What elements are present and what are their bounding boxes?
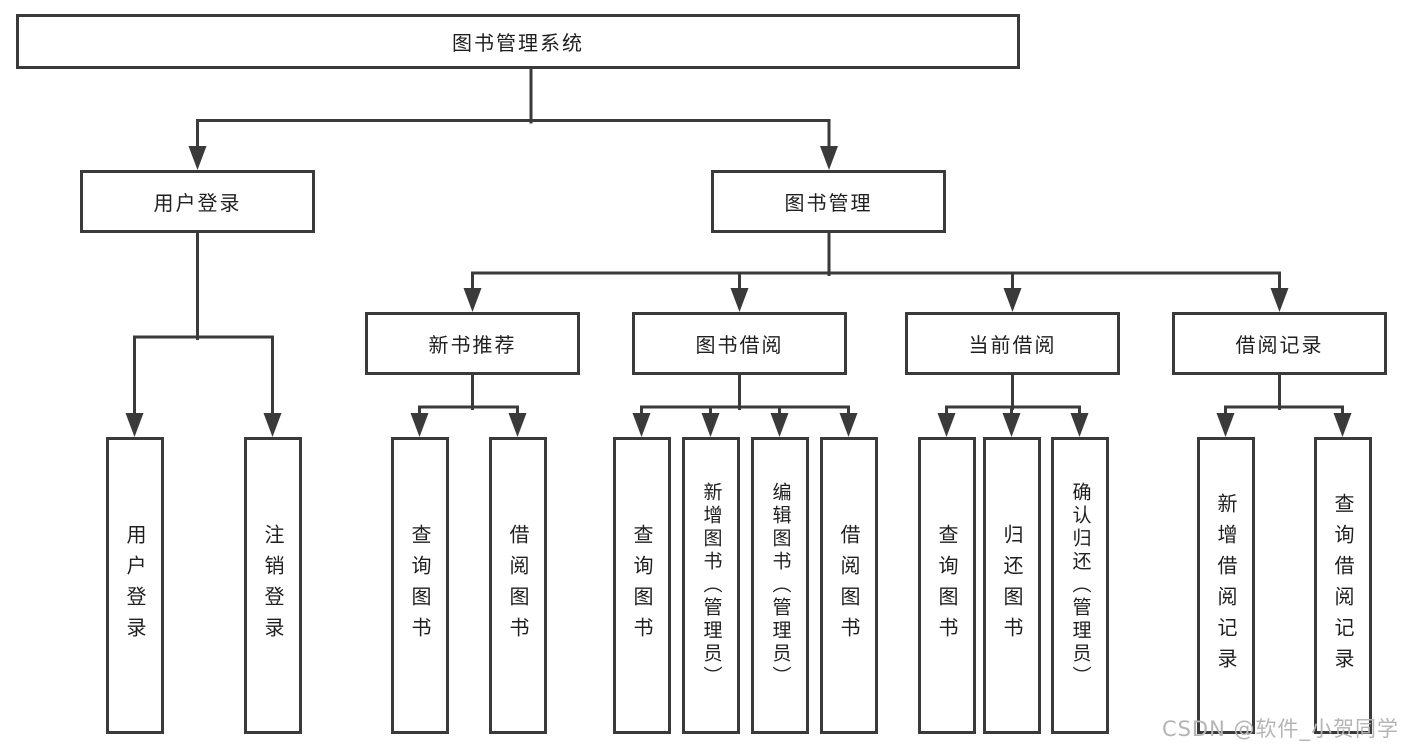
leaf-query-books-borrowing: 查询图书 <box>613 437 671 734</box>
leaf-borrow-books-recommend: 借阅图书 <box>489 437 547 734</box>
node-label: 查询图书 <box>630 523 654 648</box>
leaf-query-borrow-record: 查询借阅记录 <box>1314 437 1372 734</box>
node-borrowing-records: 借阅记录 <box>1172 312 1387 375</box>
node-label: 借阅记录 <box>1235 333 1324 357</box>
node-user-login: 用户登录 <box>80 170 315 233</box>
node-current-borrowing: 当前借阅 <box>905 312 1120 375</box>
node-label: 图书借阅 <box>695 333 784 357</box>
node-label: 注销登录 <box>261 523 285 648</box>
leaf-user-login: 用户登录 <box>106 437 164 734</box>
node-label: 查询图书 <box>408 523 432 648</box>
node-label: 查询图书 <box>935 523 959 648</box>
node-label: 图书管理系统 <box>452 31 584 55</box>
leaf-add-books-admin: 新增图书（管理员） <box>682 437 740 734</box>
node-label: 编辑图书（管理员） <box>769 482 792 689</box>
leaf-query-books-current: 查询图书 <box>918 437 976 734</box>
leaf-confirm-return-admin: 确认归还（管理员） <box>1051 437 1109 734</box>
node-label: 新书推荐 <box>428 333 517 357</box>
leaf-add-borrow-record: 新增借阅记录 <box>1197 437 1255 734</box>
leaf-edit-books-admin: 编辑图书（管理员） <box>751 437 809 734</box>
node-label: 当前借阅 <box>968 333 1057 357</box>
node-label: 查询借阅记录 <box>1331 492 1355 679</box>
leaf-borrow-books-borrowing: 借阅图书 <box>820 437 878 734</box>
node-new-book-recommendation: 新书推荐 <box>365 312 580 375</box>
node-book-management: 图书管理 <box>711 170 946 233</box>
leaf-return-books: 归还图书 <box>983 437 1041 734</box>
node-label: 新增图书（管理员） <box>700 482 723 689</box>
node-book-borrowing: 图书借阅 <box>632 312 847 375</box>
node-label: 借阅图书 <box>506 523 530 648</box>
leaf-query-books-recommend: 查询图书 <box>391 437 449 734</box>
leaf-logout: 注销登录 <box>244 437 302 734</box>
node-library-system: 图书管理系统 <box>16 14 1020 69</box>
node-label: 借阅图书 <box>837 523 861 648</box>
node-label: 用户登录 <box>123 523 147 648</box>
watermark: CSDN @软件_小贺同学 <box>1161 717 1399 741</box>
node-label: 图书管理 <box>784 191 873 215</box>
node-label: 归还图书 <box>1000 523 1024 648</box>
node-label: 用户登录 <box>153 191 242 215</box>
node-label: 新增借阅记录 <box>1214 492 1238 679</box>
node-label: 确认归还（管理员） <box>1069 482 1092 689</box>
